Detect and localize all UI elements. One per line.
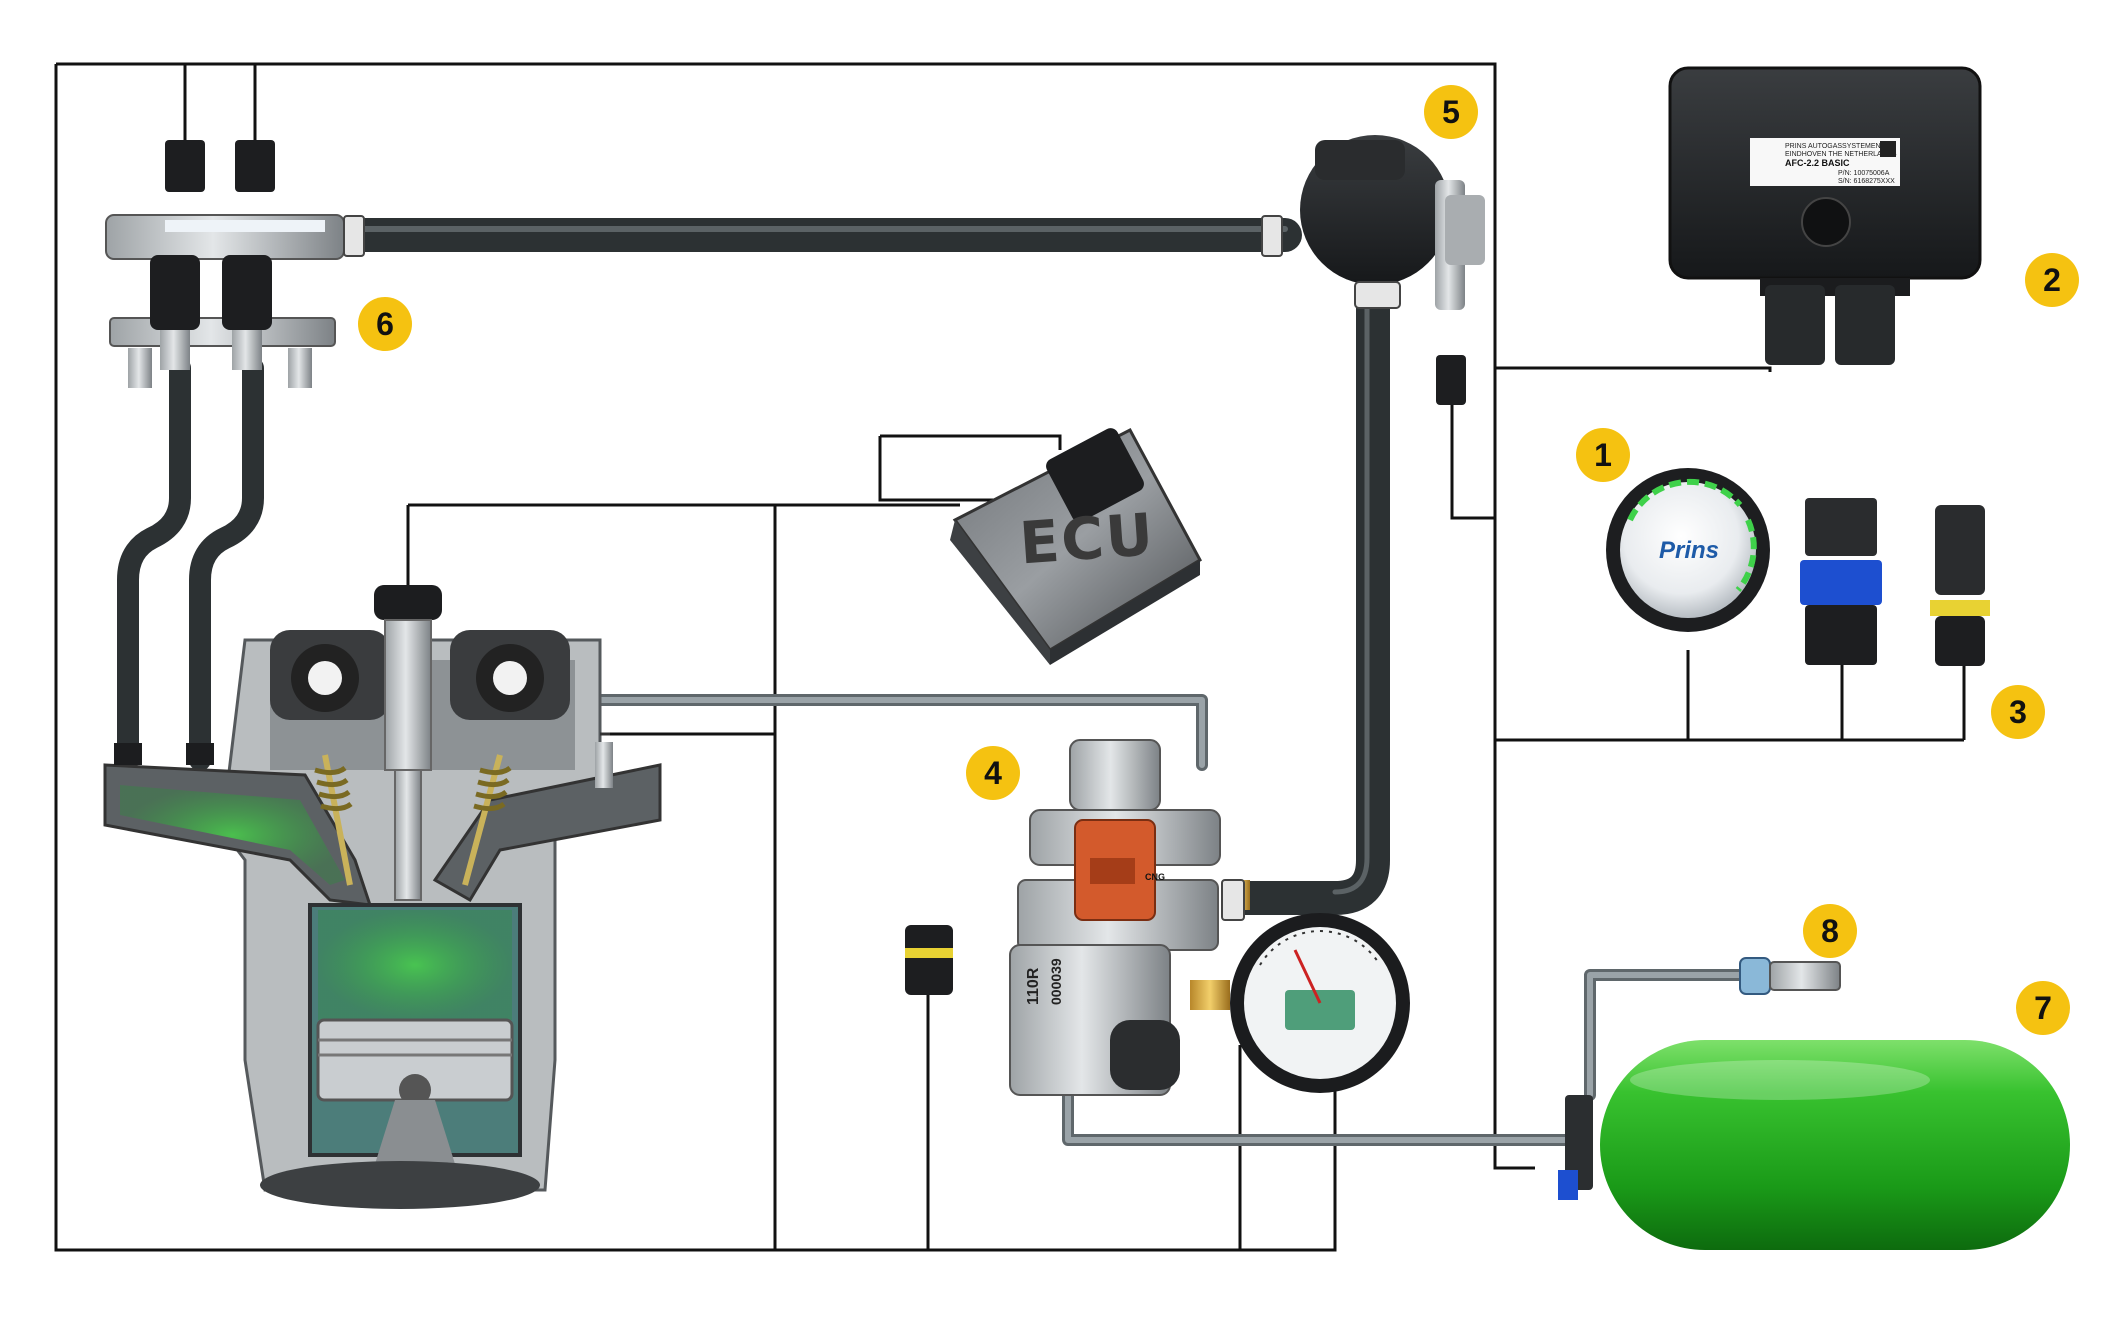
connector-plugs-icon xyxy=(1800,498,1990,666)
gas-ecu-sn: S/N: 6168275XXX xyxy=(1838,178,1895,185)
badge-4: 4 xyxy=(966,746,1020,800)
svg-text:2: 2 xyxy=(2043,262,2061,298)
svg-text:3: 3 xyxy=(2009,694,2027,730)
badge-1: 1 xyxy=(1576,428,1630,482)
wiring xyxy=(54,62,1966,1252)
cng-tank-icon xyxy=(1558,1040,2070,1250)
wire-connector-icon xyxy=(905,925,953,995)
svg-text:1: 1 xyxy=(1594,437,1612,473)
gas-ecu-label-line-2: EINDHOVEN THE NETHERLANDS xyxy=(1785,151,1897,158)
badge-6: 6 xyxy=(358,297,412,351)
gas-pipes xyxy=(594,694,1746,1146)
pressure-regulator-icon: CNG 110R 000039 xyxy=(1009,739,1250,1096)
fuel-switch-icon: Prins xyxy=(1606,468,1770,632)
callout-badges: 1 2 3 4 5 6 7 8 xyxy=(358,85,2079,1035)
gas-ecu-label-line-1: PRINS AUTOGASSYSTEMEN BV xyxy=(1785,143,1892,150)
svg-text:7: 7 xyxy=(2034,990,2052,1026)
filter-sensor-wire xyxy=(1450,400,1495,520)
main-wire-loop xyxy=(56,62,1535,1170)
badge-2: 2 xyxy=(2025,253,2079,307)
fuel-hoses xyxy=(117,218,1390,915)
filling-valve-icon xyxy=(1739,957,1841,995)
ecu-label: ECU xyxy=(1017,500,1157,577)
gas-filter-icon xyxy=(1300,135,1485,405)
gas-ecu-model: AFC-2.2 BASIC xyxy=(1785,158,1850,168)
gas-ecu-pn: P/N: 10075006A xyxy=(1838,170,1890,177)
injector-rail-icon xyxy=(105,140,1283,388)
injector-connector-wires xyxy=(183,64,257,140)
pressure-gauge-icon xyxy=(1230,913,1410,1093)
regulator-mark-cng: CNG xyxy=(1145,872,1165,882)
engine-cutaway-icon xyxy=(103,585,662,1209)
badge-7: 7 xyxy=(2016,981,2070,1035)
gas-controller-icon: PRINS AUTOGASSYSTEMEN BV EINDHOVEN THE N… xyxy=(1668,66,1982,365)
regulator-mark-serial: 000039 xyxy=(1048,958,1064,1005)
badge-8: 8 xyxy=(1803,904,1857,958)
badge-5: 5 xyxy=(1424,85,1478,139)
regulator-mark-110r: 110R xyxy=(1025,967,1042,1005)
svg-text:4: 4 xyxy=(984,755,1002,791)
gas-ecu-wire xyxy=(1495,366,1772,372)
switch-brand: Prins xyxy=(1659,537,1719,564)
svg-text:5: 5 xyxy=(1442,94,1460,130)
switch-connector-wires xyxy=(1495,650,1966,742)
svg-text:8: 8 xyxy=(1821,913,1839,949)
badge-3: 3 xyxy=(1991,685,2045,739)
ecu-top-wires xyxy=(878,434,1062,502)
bottom-wire-loop xyxy=(54,64,1337,1252)
engine-ecu-icon: ECU xyxy=(950,427,1202,665)
svg-text:6: 6 xyxy=(376,306,394,342)
ecu-injector-wire xyxy=(406,503,960,590)
